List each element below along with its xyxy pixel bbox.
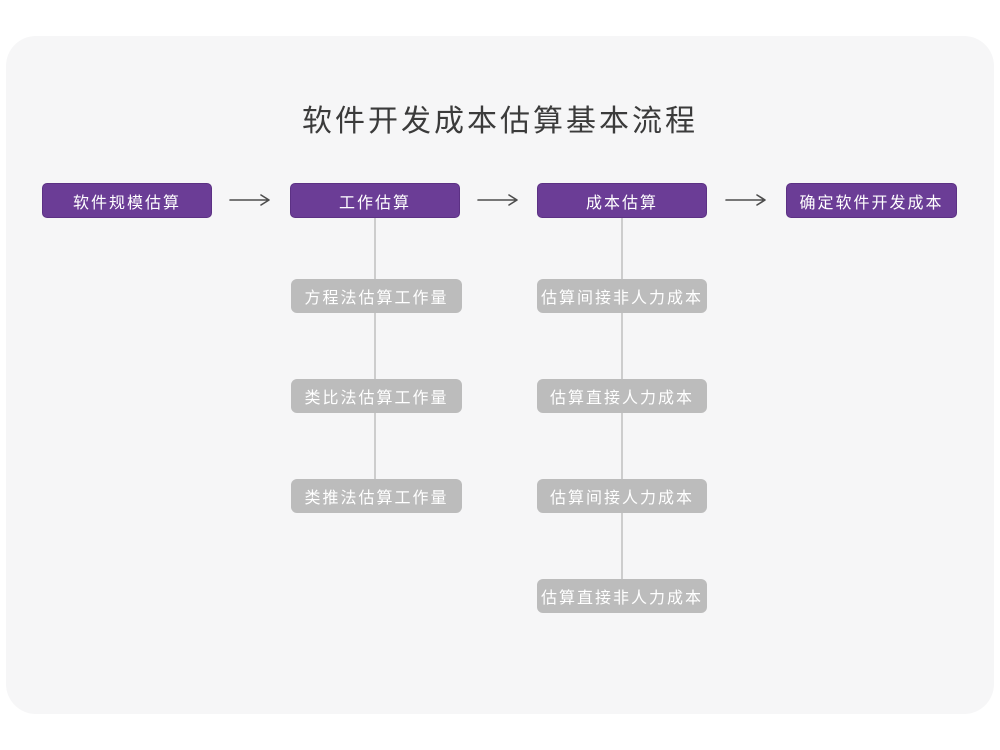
step-work-estimation: 工作估算 xyxy=(290,183,460,218)
right-arrow-icon xyxy=(477,194,518,206)
right-arrow-icon xyxy=(229,194,270,206)
node-direct-nonlabor-cost: 估算直接非人力成本 xyxy=(537,579,707,613)
node-indirect-nonlabor-cost: 估算间接非人力成本 xyxy=(537,279,707,313)
flowchart-card xyxy=(6,36,994,714)
node-comparison-method: 类比法估算工作量 xyxy=(291,379,462,413)
node-equation-method: 方程法估算工作量 xyxy=(291,279,462,313)
step-cost-estimation: 成本估算 xyxy=(537,183,707,218)
step-determine-development-cost: 确定软件开发成本 xyxy=(786,183,957,218)
node-direct-labor-cost: 估算直接人力成本 xyxy=(537,379,707,413)
right-arrow-icon xyxy=(725,194,766,206)
node-analogy-method: 类推法估算工作量 xyxy=(291,479,462,513)
step-software-size-estimation: 软件规模估算 xyxy=(42,183,212,218)
node-indirect-labor-cost: 估算间接人力成本 xyxy=(537,479,707,513)
connector-line-work-estimation xyxy=(374,218,376,479)
page-title: 软件开发成本估算基本流程 xyxy=(302,105,698,138)
